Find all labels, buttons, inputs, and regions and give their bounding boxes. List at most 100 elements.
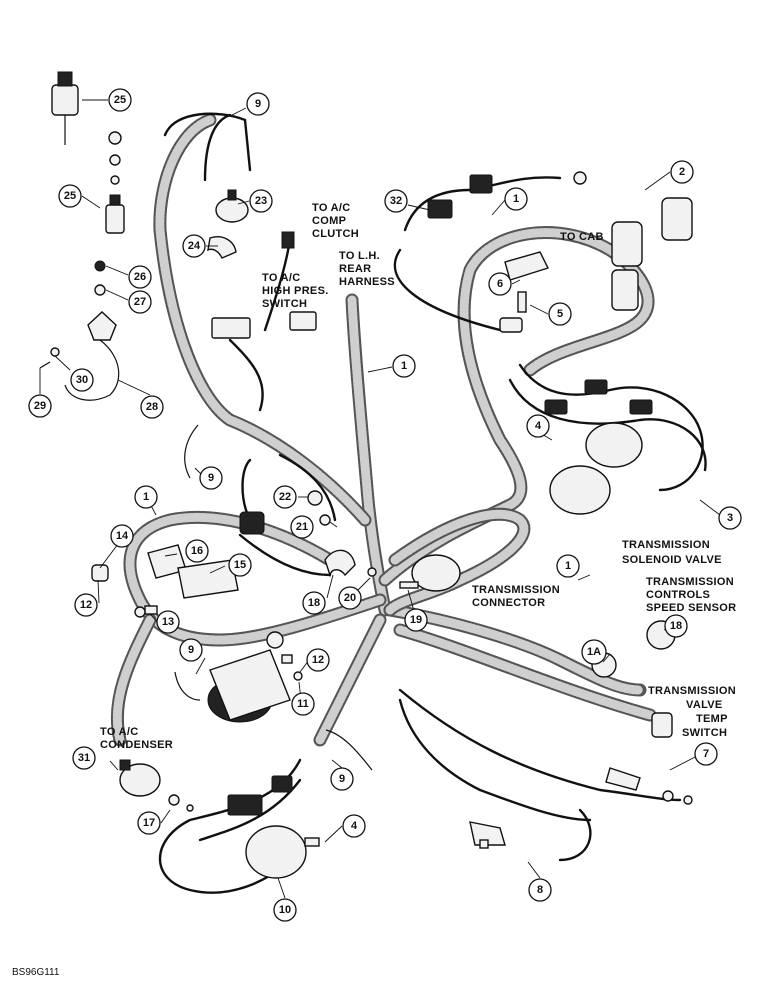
callout-number: 9 xyxy=(208,472,214,484)
callout-20 xyxy=(338,586,362,610)
callout-number: 23 xyxy=(255,195,267,207)
callout-29 xyxy=(28,394,52,418)
callout-22 xyxy=(273,485,297,509)
callout-13 xyxy=(156,610,180,634)
callout-6 xyxy=(488,272,512,296)
callout-number: 25 xyxy=(64,190,76,202)
callout-28 xyxy=(140,395,164,419)
callout-14 xyxy=(110,524,134,548)
callouts: 25 9 23 24 25 26 27 30 29 28 32 1 2 6 5 … xyxy=(28,88,742,922)
label-to-ac-high-pres-2: HIGH PRES. xyxy=(262,285,329,297)
callout-9-c xyxy=(179,638,203,662)
callout-4-a xyxy=(526,414,550,438)
callout-number: 30 xyxy=(76,374,88,386)
label-trans-temp-1: TRANSMISSION xyxy=(648,685,736,697)
callout-number: 12 xyxy=(80,599,92,611)
callout-number: 9 xyxy=(255,98,261,110)
label-to-ac-high-pres-3: SWITCH xyxy=(262,298,307,310)
callout-21 xyxy=(290,515,314,539)
callout-number: 1 xyxy=(565,560,571,572)
label-trans-temp-2: VALVE xyxy=(686,699,723,711)
callout-number: 24 xyxy=(188,240,201,252)
callout-number: 7 xyxy=(703,748,709,760)
callout-number: 18 xyxy=(308,597,320,609)
callout-15 xyxy=(228,553,252,577)
callout-number: 1 xyxy=(401,360,407,372)
callout-number: 1A xyxy=(587,646,601,658)
callout-number: 14 xyxy=(116,530,129,542)
callout-25-b xyxy=(58,184,82,208)
callout-number: 2 xyxy=(679,166,685,178)
label-trans-temp-4: SWITCH xyxy=(682,727,727,739)
callout-32 xyxy=(384,189,408,213)
callout-18-a xyxy=(302,591,326,615)
components xyxy=(39,71,693,879)
callout-number: 21 xyxy=(296,521,308,533)
callout-number: 32 xyxy=(390,195,402,207)
label-trans-speed-3: SPEED SENSOR xyxy=(646,602,736,614)
label-to-ac-condenser-2: CONDENSER xyxy=(100,739,173,751)
callout-number: 27 xyxy=(134,296,146,308)
callout-number: 1 xyxy=(513,193,519,205)
callout-number: 8 xyxy=(537,884,543,896)
callout-7 xyxy=(694,742,718,766)
callout-16 xyxy=(185,539,209,563)
callout-1-a xyxy=(504,187,528,211)
callout-19 xyxy=(404,608,428,632)
callout-number: 9 xyxy=(339,773,345,785)
label-trans-temp-3: TEMP xyxy=(696,713,728,725)
callout-number: 9 xyxy=(188,644,194,656)
callout-26 xyxy=(128,265,152,289)
label-trans-speed-2: CONTROLS xyxy=(646,589,710,601)
callout-number: 17 xyxy=(143,817,155,829)
callout-number: 25 xyxy=(114,94,126,106)
label-to-ac-high-pres-1: TO A/C xyxy=(262,272,300,284)
label-to-ac-comp-clutch-2: COMP xyxy=(312,215,346,227)
callout-number: 3 xyxy=(727,512,733,524)
main-harness xyxy=(110,113,657,747)
callout-8 xyxy=(528,878,552,902)
label-trans-connector-1: TRANSMISSION xyxy=(472,584,560,596)
callout-18-b xyxy=(664,614,688,638)
callout-number: 5 xyxy=(557,308,563,320)
label-to-ac-comp-clutch-1: TO A/C xyxy=(312,202,350,214)
callout-25-a xyxy=(108,88,132,112)
label-trans-connector-2: CONNECTOR xyxy=(472,597,545,609)
callout-30 xyxy=(70,368,94,392)
figure-code: BS96G111 xyxy=(12,967,60,978)
callout-number: 29 xyxy=(34,400,46,412)
pressure-switch-25 xyxy=(51,84,79,116)
label-trans-solenoid-2: SOLENOID VALVE xyxy=(622,554,722,566)
callout-17 xyxy=(137,811,161,835)
callout-1-b xyxy=(392,354,416,378)
text-labels: TO A/C COMP CLUTCH TO A/C HIGH PRES. SWI… xyxy=(12,202,736,978)
label-to-lh-rear-3: HARNESS xyxy=(339,276,395,288)
label-trans-speed-1: TRANSMISSION xyxy=(646,576,734,588)
label-to-ac-condenser-1: TO A/C xyxy=(100,726,138,738)
callout-3 xyxy=(718,506,742,530)
callout-23 xyxy=(249,189,273,213)
callout-1A xyxy=(581,639,607,665)
callout-1-c xyxy=(134,485,158,509)
label-to-lh-rear-2: REAR xyxy=(339,263,371,275)
callout-27 xyxy=(128,290,152,314)
callout-1-d xyxy=(556,554,580,578)
callout-9-d xyxy=(330,767,354,791)
callout-number: 11 xyxy=(297,698,309,710)
callout-11 xyxy=(291,692,315,716)
callout-number: 26 xyxy=(134,271,146,283)
callout-9-a xyxy=(246,92,270,116)
callout-number: 4 xyxy=(351,820,358,832)
callout-4-b xyxy=(342,814,366,838)
callout-12-a xyxy=(74,593,98,617)
callout-number: 4 xyxy=(535,420,542,432)
callout-number: 13 xyxy=(162,616,174,628)
label-to-lh-rear-1: TO L.H. xyxy=(339,250,380,262)
callout-number: 16 xyxy=(191,545,203,557)
callout-number: 22 xyxy=(279,491,291,503)
label-to-cab: TO CAB xyxy=(560,231,604,243)
callout-31 xyxy=(72,746,96,770)
callout-number: 18 xyxy=(670,620,682,632)
callout-number: 12 xyxy=(312,654,324,666)
